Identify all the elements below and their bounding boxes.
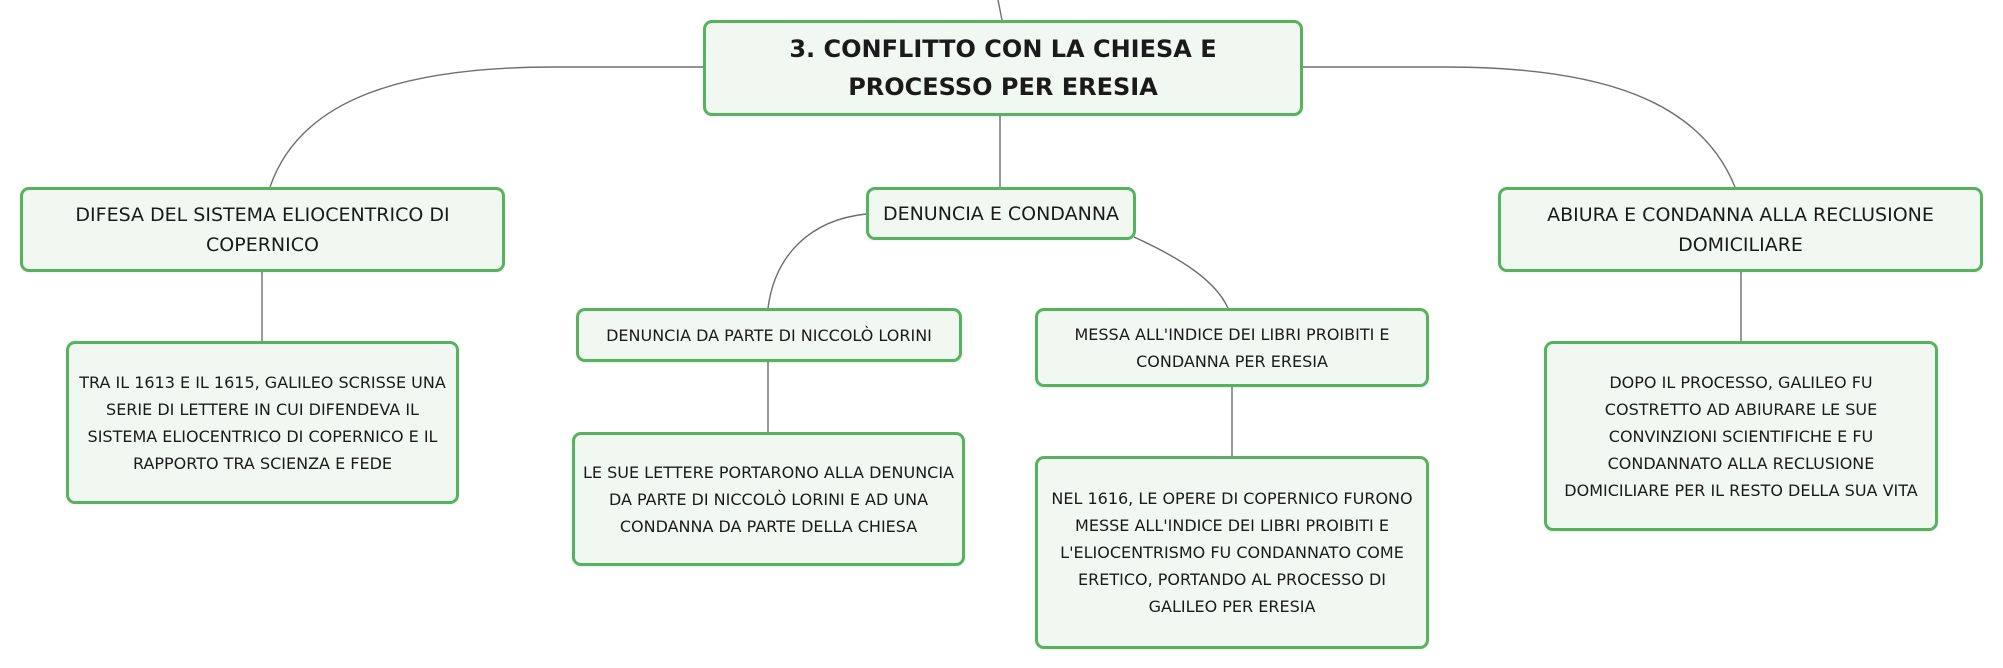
detail-abiura-galileo-label: DOPO IL PROCESSO, GALILEO FU COSTRETTO A… bbox=[1564, 372, 1918, 500]
subtopic-indice-libri-proibiti[interactable]: MESSA ALL'INDICE DEI LIBRI PROIBITI E CO… bbox=[1035, 308, 1429, 387]
subtopic-indice-libri-proibiti-label: MESSA ALL'INDICE DEI LIBRI PROIBITI E CO… bbox=[1074, 324, 1390, 371]
connector-root-to-left-branch bbox=[269, 66, 703, 188]
connector-center-to-lorini bbox=[767, 213, 867, 309]
branch-denuncia-condanna[interactable]: DENUNCIA E CONDANNA bbox=[866, 187, 1136, 240]
detail-lettere-denuncia-label: LE SUE LETTERE PORTARONO ALLA DENUNCIA D… bbox=[583, 462, 954, 536]
detail-lettere-galileo[interactable]: TRA IL 1613 E IL 1615, GALILEO SCRISSE U… bbox=[66, 341, 459, 504]
connector-root-to-right-branch bbox=[1303, 66, 1736, 188]
detail-opere-copernico-1616[interactable]: NEL 1616, LE OPERE DI COPERNICO FURONO M… bbox=[1035, 456, 1429, 649]
detail-lettere-galileo-label: TRA IL 1613 E IL 1615, GALILEO SCRISSE U… bbox=[79, 372, 446, 473]
detail-opere-copernico-1616-label: NEL 1616, LE OPERE DI COPERNICO FURONO M… bbox=[1051, 489, 1413, 616]
detail-abiura-galileo[interactable]: DOPO IL PROCESSO, GALILEO FU COSTRETTO A… bbox=[1544, 341, 1938, 531]
branch-abiura-reclusione[interactable]: ABIURA E CONDANNA ALLA RECLUSIONE DOMICI… bbox=[1498, 187, 1983, 272]
branch-abiura-reclusione-label: ABIURA E CONDANNA ALLA RECLUSIONE DOMICI… bbox=[1547, 203, 1934, 256]
detail-lettere-denuncia[interactable]: LE SUE LETTERE PORTARONO ALLA DENUNCIA D… bbox=[572, 432, 965, 566]
root-topic[interactable]: 3. CONFLITTO CON LA CHIESA E PROCESSO PE… bbox=[703, 20, 1303, 116]
root-topic-label: 3. CONFLITTO CON LA CHIESA E PROCESSO PE… bbox=[789, 35, 1217, 101]
branch-difesa-eliocentrismo[interactable]: DIFESA DEL SISTEMA ELIOCENTRICO DI COPER… bbox=[20, 187, 505, 272]
branch-denuncia-condanna-label: DENUNCIA E CONDANNA bbox=[882, 202, 1120, 225]
connector-center-to-indice bbox=[1133, 236, 1229, 309]
connector-parent-to-root bbox=[997, 0, 1003, 21]
subtopic-denuncia-lorini-label: DENUNCIA DA PARTE DI NICCOLÒ LORINI bbox=[606, 325, 932, 345]
subtopic-denuncia-lorini[interactable]: DENUNCIA DA PARTE DI NICCOLÒ LORINI bbox=[576, 308, 962, 362]
branch-difesa-eliocentrismo-label: DIFESA DEL SISTEMA ELIOCENTRICO DI COPER… bbox=[75, 203, 450, 256]
